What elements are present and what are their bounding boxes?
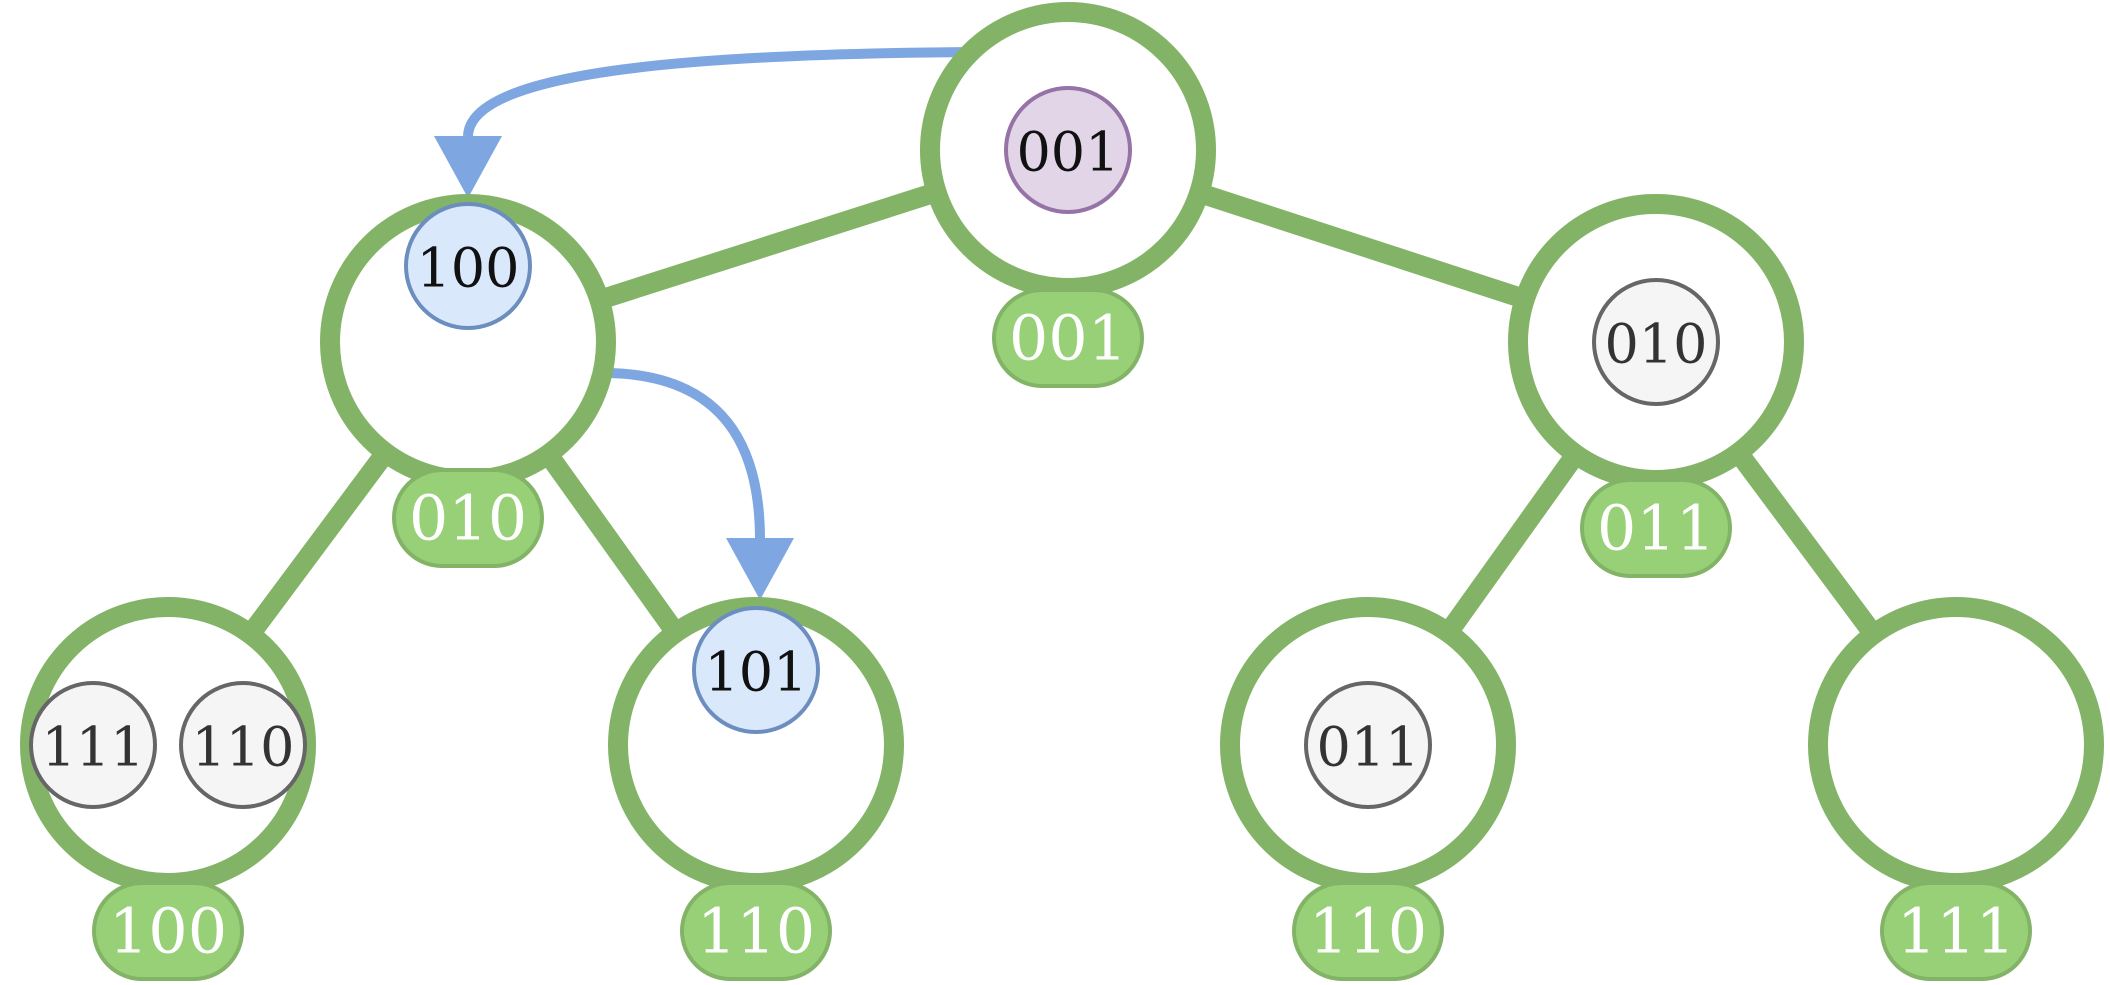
token-label: 010 (1604, 313, 1707, 376)
token-circle (1004, 86, 1132, 214)
token-label: 001 (1016, 121, 1119, 184)
node-tag-label: 001 (1009, 302, 1127, 375)
node-tag-label: 100 (109, 895, 227, 968)
edge-right-to-right-right (1735, 453, 1877, 634)
tree-node-left-left: 100 111 110 (20, 597, 316, 981)
edge-root-to-right (1203, 185, 1521, 307)
node-tag-label: 010 (409, 482, 527, 555)
node-tag-pill (92, 881, 244, 981)
node-tag-label: 110 (697, 895, 815, 968)
move-arrow-left-to-left-right (607, 368, 794, 600)
token-label: 101 (704, 641, 807, 704)
tree-node-right: 011 010 (1508, 194, 1804, 578)
edge-left-to-left-right (544, 454, 680, 633)
token-label: 011 (1316, 716, 1419, 779)
node-tag-pill (992, 288, 1144, 388)
node-tag-pill (1292, 881, 1444, 981)
edge-left-to-left-left (247, 453, 389, 634)
node-ring (1808, 597, 2104, 893)
node-tag-label: 111 (1897, 895, 2015, 968)
token-label: 100 (416, 237, 519, 300)
node-tag-pill (1880, 881, 2032, 981)
token-label: 111 (41, 716, 144, 779)
token-circle (404, 202, 532, 330)
edge-right-to-right-left (1444, 454, 1580, 633)
move-arrow-root-to-left (434, 47, 973, 198)
token-circle (692, 606, 820, 734)
token-circle (179, 681, 307, 809)
node-tag-pill (1580, 478, 1732, 578)
tree-node-right-left: 110 011 (1220, 597, 1516, 981)
token-circle (1304, 681, 1432, 809)
token-circle (29, 681, 157, 809)
move-arrows-layer (434, 47, 973, 600)
node-tag-pill (680, 881, 832, 981)
move-arrow-line (607, 368, 765, 541)
edges-layer (247, 184, 1877, 634)
tree-node-left-right: 110 101 (608, 597, 904, 981)
tree-node-left: 010 100 (320, 194, 616, 568)
token-circle (1592, 278, 1720, 406)
node-tag-label: 110 (1309, 895, 1427, 968)
edge-root-to-left (604, 184, 932, 308)
node-tag-label: 011 (1597, 492, 1715, 565)
tree-node-right-right: 111 (1808, 597, 2104, 981)
token-label: 110 (191, 716, 294, 779)
move-arrow-head (726, 538, 794, 600)
move-arrow-head (434, 136, 502, 198)
move-arrow-line (463, 47, 973, 137)
node-tag-pill (392, 468, 544, 568)
tree-node-root: 001 001 (920, 2, 1216, 388)
